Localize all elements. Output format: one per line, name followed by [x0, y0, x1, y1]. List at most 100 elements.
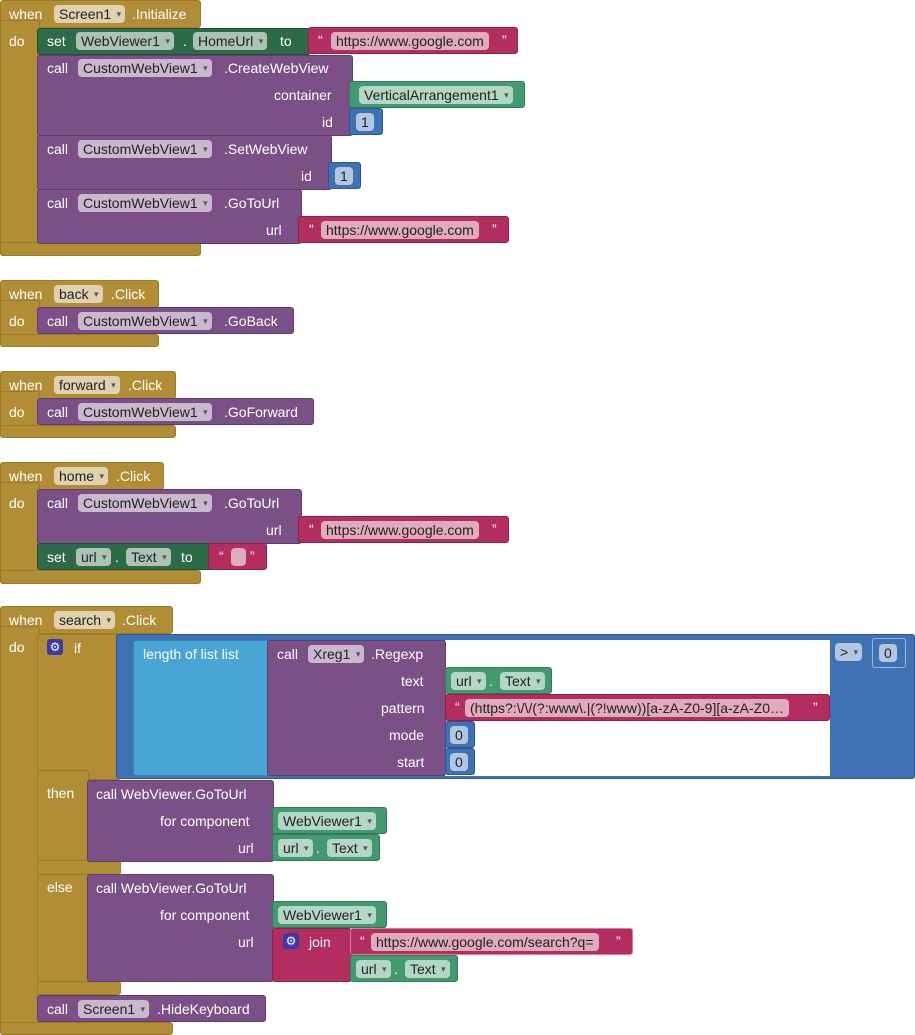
call-label: call	[47, 141, 69, 157]
method-name: .HideKeyboard	[157, 1001, 250, 1017]
component-dropdown[interactable]: url	[278, 839, 313, 857]
number-field[interactable]: 1	[335, 167, 353, 185]
param-label: mode	[389, 727, 425, 743]
param-label: url	[266, 522, 282, 538]
param-label: text	[401, 673, 424, 689]
component-dropdown[interactable]: WebViewer1	[76, 32, 174, 50]
param-label: url	[238, 934, 254, 950]
text-field[interactable]: https://www.google.com	[321, 221, 479, 239]
component-dropdown[interactable]: Screen1	[54, 5, 126, 23]
component-dropdown[interactable]: CustomWebView1	[78, 403, 212, 421]
call-label: call	[47, 495, 69, 511]
property-dropdown[interactable]: Text	[126, 548, 171, 566]
component-dropdown[interactable]: CustomWebView1	[78, 59, 212, 77]
set-label: set	[47, 33, 66, 49]
text-field[interactable]: https://www.google.com	[331, 32, 489, 50]
property-dropdown[interactable]: Text	[405, 960, 450, 978]
close-quote: ”	[813, 699, 818, 715]
if-label: if	[74, 640, 81, 656]
text-field[interactable]: https://www.google.com	[321, 521, 479, 539]
call-webviewer-gotourl-block[interactable]	[87, 874, 274, 982]
open-quote: “	[219, 548, 224, 564]
text-field[interactable]: (https?:\/\/(?:www\.|(?!www))[a-zA-Z0-9]…	[465, 699, 790, 717]
open-quote: “	[455, 699, 460, 715]
number-field[interactable]: 0	[450, 753, 468, 771]
property-dropdown[interactable]: Text	[327, 839, 372, 857]
method-name: call WebViewer.GoToUrl	[96, 786, 247, 802]
text-field[interactable]: https://www.google.com/search?q=	[371, 933, 599, 951]
component-dropdown[interactable]: back	[54, 285, 103, 303]
gear-icon[interactable]: ⚙	[47, 639, 63, 655]
event-name: .Click	[116, 468, 151, 484]
do-label: do	[9, 404, 25, 420]
set-url-text-block[interactable]	[37, 543, 213, 570]
component-dropdown[interactable]: CustomWebView1	[78, 140, 212, 158]
when-label: when	[9, 377, 43, 393]
text-field[interactable]	[231, 548, 246, 566]
if-body	[37, 770, 89, 995]
event-name: .Click	[122, 612, 157, 628]
event-body	[0, 626, 40, 1035]
when-label: when	[9, 286, 43, 302]
component-dropdown[interactable]: search	[54, 611, 116, 629]
component-dropdown[interactable]: WebViewer1	[278, 812, 376, 830]
event-name: .Click	[128, 377, 163, 393]
dot: .	[183, 33, 187, 49]
number-field[interactable]: 0	[879, 644, 897, 662]
dot: .	[489, 673, 493, 689]
method-name: .GoBack	[224, 313, 278, 329]
component-dropdown[interactable]: Xreg1	[308, 645, 365, 663]
event-name: .Click	[111, 286, 146, 302]
dot: .	[394, 961, 398, 977]
param-label: url	[238, 840, 254, 856]
event-footer	[0, 242, 201, 256]
component-dropdown[interactable]: Screen1	[78, 1000, 150, 1018]
param-label: container	[274, 87, 332, 103]
to-label: to	[181, 549, 193, 565]
call-label: call	[47, 60, 69, 76]
call-label: call	[47, 195, 69, 211]
component-dropdown[interactable]: CustomWebView1	[78, 194, 212, 212]
component-dropdown[interactable]: url	[451, 672, 486, 690]
number-field[interactable]: 1	[356, 113, 374, 131]
method-name: .CreateWebView	[224, 60, 329, 76]
do-label: do	[9, 33, 25, 49]
number-field[interactable]: 0	[450, 726, 468, 744]
do-label: do	[9, 639, 25, 655]
open-quote: “	[309, 221, 314, 237]
set-label: set	[47, 549, 66, 565]
method-name: .GoToUrl	[224, 195, 280, 211]
event-footer	[0, 425, 176, 438]
do-label: do	[9, 495, 25, 511]
component-dropdown[interactable]: CustomWebView1	[78, 494, 212, 512]
gear-icon[interactable]: ⚙	[283, 933, 299, 949]
open-quote: “	[318, 32, 323, 48]
if-divider	[37, 860, 121, 875]
component-dropdown[interactable]: forward	[54, 376, 120, 394]
component-dropdown[interactable]: CustomWebView1	[78, 312, 212, 330]
call-label: call	[47, 1001, 69, 1017]
call-hidekeyboard-block[interactable]	[37, 995, 266, 1022]
component-dropdown[interactable]: home	[54, 467, 109, 485]
join-label: join	[309, 934, 331, 950]
property-dropdown[interactable]: HomeUrl	[193, 32, 268, 50]
dot: .	[115, 549, 119, 565]
when-label: when	[9, 468, 43, 484]
event-body	[0, 20, 40, 256]
method-name: .SetWebView	[224, 141, 308, 157]
open-quote: “	[360, 933, 365, 949]
property-dropdown[interactable]: Text	[500, 672, 545, 690]
call-label: call	[47, 404, 69, 420]
component-dropdown[interactable]: WebViewer1	[278, 906, 376, 924]
length-of-list-label: length of list list	[143, 646, 239, 662]
event-footer	[0, 334, 159, 347]
component-dropdown[interactable]: VerticalArrangement1	[359, 86, 513, 104]
operator-dropdown[interactable]: >	[835, 643, 863, 661]
component-dropdown[interactable]: url	[356, 960, 391, 978]
param-label: pattern	[381, 700, 425, 716]
component-dropdown[interactable]: url	[76, 548, 111, 566]
call-webviewer-gotourl-block[interactable]	[87, 780, 274, 862]
close-quote: ”	[492, 521, 497, 537]
method-name: .GoForward	[224, 404, 298, 420]
when-label: when	[9, 612, 43, 628]
